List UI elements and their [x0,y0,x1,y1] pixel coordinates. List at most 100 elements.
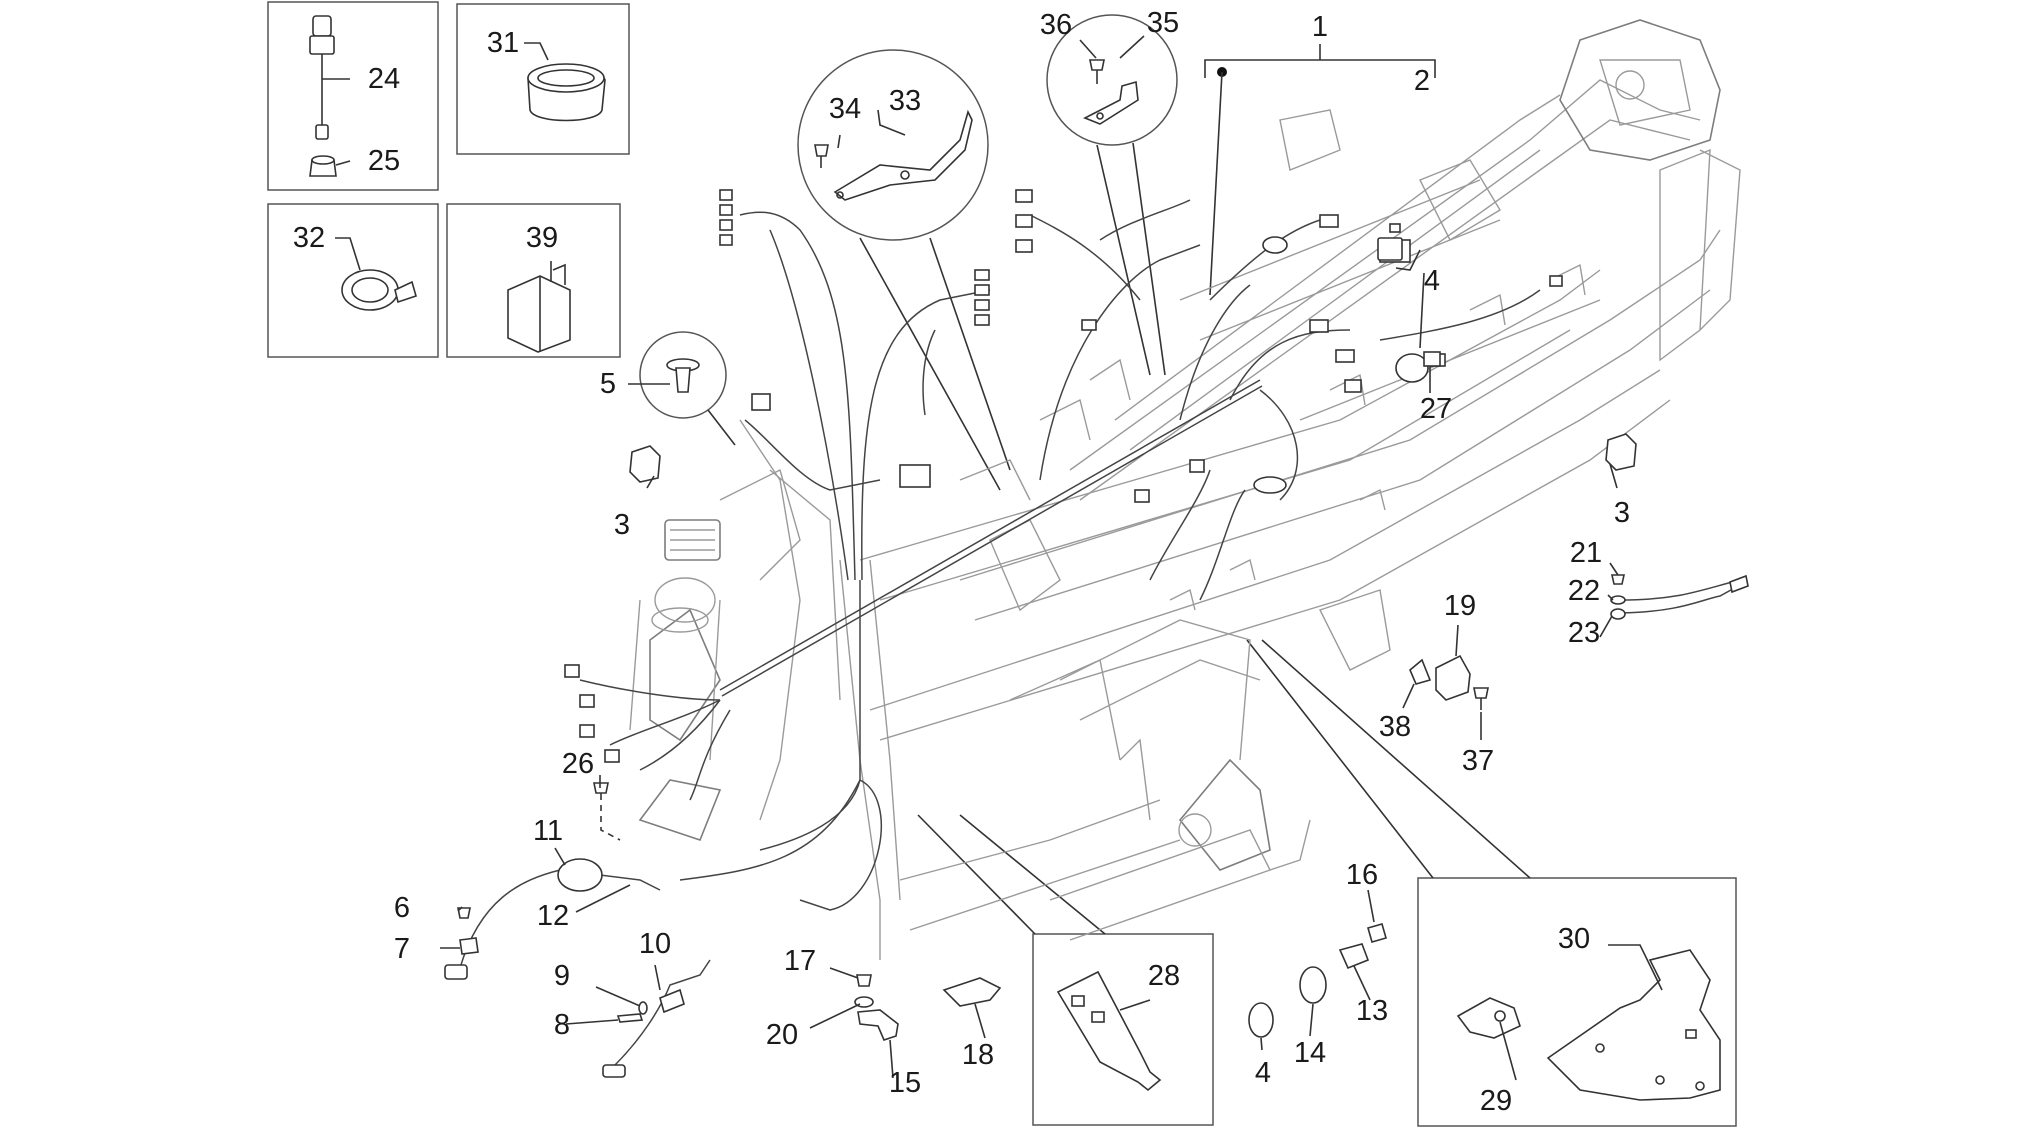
part-5-rivet-icon [666,358,700,393]
label-17: 17 [784,945,816,977]
detail-leader-5 [707,409,736,446]
label-25: 25 [368,145,400,177]
label-14: 14 [1294,1037,1326,1069]
label-26: 26 [562,748,594,780]
inset-box-32 [267,203,439,358]
label-38: 38 [1379,711,1411,743]
inset-box-24-25 [267,1,439,191]
part-6-screw-icon [457,907,471,919]
label-19: 19 [1444,590,1476,622]
detail-leader-28b [959,814,1106,935]
label-27: 27 [1420,393,1452,425]
label-9: 9 [554,960,570,992]
label-15: 15 [889,1067,921,1099]
label-24: 24 [368,63,400,95]
label-36: 36 [1040,9,1072,41]
part-22-washer-icon [1610,595,1626,605]
label-29: 29 [1480,1085,1512,1117]
label-28: 28 [1148,960,1180,992]
part-31-plug-icon [527,63,606,122]
detail-leader-35b [1132,142,1166,376]
part-33-bracket-icon [833,109,973,201]
part-16-clip-icon [1367,923,1387,943]
label-4-upper: 4 [1424,265,1440,297]
part-29-bracket-icon [1456,997,1521,1039]
part-30-plate-icon [1546,949,1721,1101]
detail-leader-35 [1096,144,1151,376]
scooter-frame [629,19,1741,960]
label-10: 10 [639,928,671,960]
part-13-sensor-icon [1338,943,1370,970]
detail-circle-33-34 [797,49,989,241]
label-2: 2 [1414,65,1430,97]
inset-box-31 [456,3,630,155]
part-24-cable-icon [309,15,335,140]
label-35: 35 [1147,7,1179,39]
detail-circle-35-36 [1046,14,1178,146]
part-32-clamp-icon [341,269,417,311]
label-18: 18 [962,1039,994,1071]
label-8: 8 [554,1009,570,1041]
label-32: 32 [293,222,325,254]
wiring-harness [564,189,1741,911]
detail-leader-30 [1246,639,1434,879]
part-3-clip-left-icon [629,445,661,483]
part-19-plate-icon [1435,654,1471,701]
label-13: 13 [1356,995,1388,1027]
label-1: 1 [1312,11,1328,43]
detail-leader-33 [929,237,1011,471]
part-25-cap-icon [309,155,337,177]
part-36-screw-icon [1089,59,1105,84]
leader-lines [322,35,1663,1081]
bracket-1-leader [1209,71,1223,296]
part-26-screw-icon [593,782,621,841]
label-16: 16 [1346,859,1378,891]
detail-leader-33b [859,237,1001,491]
label-31: 31 [487,27,519,59]
label-33: 33 [889,85,921,117]
label-23: 23 [1568,617,1600,649]
part-34-screw-icon [814,144,829,168]
part-23-ground-cable-icon [1610,574,1749,620]
label-3-left: 3 [614,509,630,541]
part-9-washer-icon [638,1001,648,1015]
label-5: 5 [600,368,616,400]
part-18-clip-icon [942,977,1002,1007]
part-38-clip-icon [1409,658,1432,685]
label-39: 39 [526,222,558,254]
part-10-sensor-cable-icon [602,959,711,1078]
part-4-ring-upper-icon [1395,353,1429,383]
label-12: 12 [537,900,569,932]
label-6: 6 [394,892,410,924]
bracket-1 [1204,59,1436,78]
part-27-connector-icon [1423,351,1441,367]
part-21-screw-icon [1611,574,1625,585]
label-37: 37 [1462,745,1494,777]
part-28-bracket-icon [1056,970,1162,1092]
part-37-screw-icon [1473,687,1489,710]
label-22: 22 [1568,575,1600,607]
part-35-bracket-icon [1083,80,1139,125]
part-7-clip-icon [459,937,479,955]
inset-box-29-30 [1417,877,1737,1127]
part-8-screw-icon [616,1013,644,1023]
label-30: 30 [1558,923,1590,955]
inset-box-39 [446,203,621,358]
label-3-right: 3 [1614,497,1630,529]
detail-circle-5 [639,331,727,419]
part-3-clip-right-icon [1605,433,1637,471]
part-17-screw-icon [856,974,872,987]
inset-box-28 [1032,933,1214,1126]
detail-leader-30b [1261,639,1531,879]
connector-icon [719,189,733,201]
label-11: 11 [533,815,563,847]
label-21: 21 [1570,537,1602,569]
detail-leader-28 [917,814,1036,935]
label-7: 7 [394,933,410,965]
part-labels: 1 2 3 3 4 4 5 6 7 8 9 10 11 12 13 14 15 … [293,7,1630,1117]
part-14-ring-icon [1299,966,1327,1004]
label-20: 20 [766,1019,798,1051]
part-39-holder-icon [507,263,571,353]
part-4-ring-lower-icon [1248,1002,1274,1038]
